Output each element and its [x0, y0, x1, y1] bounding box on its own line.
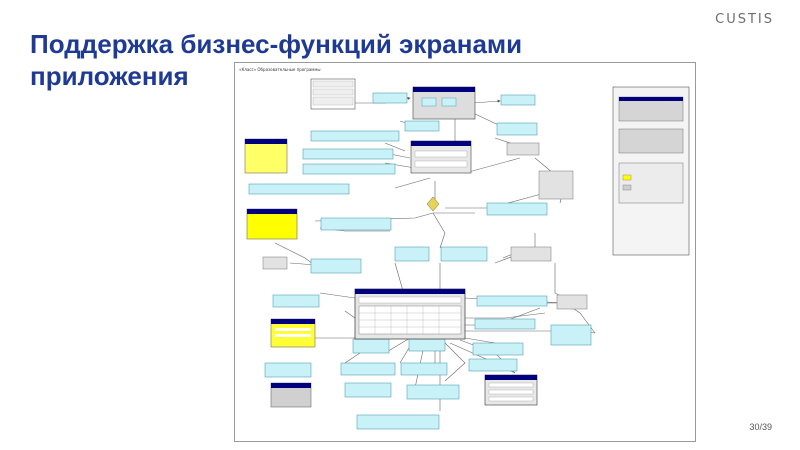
custis-logo: CUSTIS	[715, 12, 774, 27]
panel-yellow-middle	[246, 208, 298, 240]
screen-education-programs	[310, 78, 356, 110]
slide-title: Поддержка бизнес-функций экранами прилож…	[30, 29, 523, 91]
legend-panel	[612, 86, 690, 256]
window-bottom-right	[484, 374, 538, 406]
panel-grey-bottom-left	[270, 382, 312, 408]
note-boxes	[262, 142, 588, 310]
decision-diamond	[426, 196, 440, 212]
diagram-frame-label: «Класс» Образовательные программы	[239, 67, 321, 72]
panel-yellow-bottom	[270, 318, 316, 348]
diagram-canvas: «Класс» Образовательные программы	[239, 67, 690, 430]
business-function-diagram: «Класс» Образовательные программы	[234, 62, 696, 442]
page-number: 30/39	[749, 422, 772, 432]
window-main-grid	[354, 288, 466, 340]
panel-yellow-top	[244, 138, 288, 174]
window-program-detail	[410, 140, 472, 174]
usecase-boxes	[248, 92, 592, 430]
window-education-programs	[412, 86, 476, 120]
